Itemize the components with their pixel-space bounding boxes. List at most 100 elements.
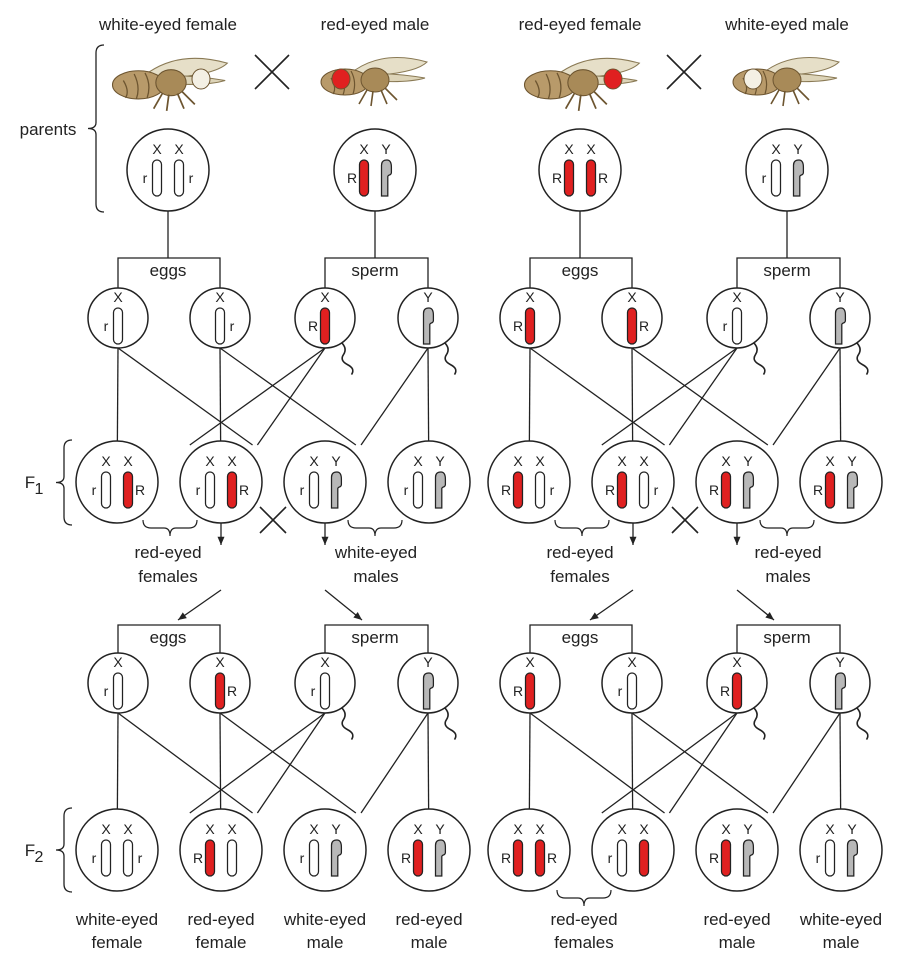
x-chromosome-red bbox=[514, 840, 523, 876]
x-chromosome-label: X bbox=[123, 821, 133, 837]
x-chromosome-white bbox=[321, 673, 330, 709]
allele-label: r bbox=[654, 482, 659, 498]
f1-male-caption: males bbox=[353, 567, 398, 586]
parent-cross-symbol bbox=[255, 55, 289, 89]
fruit-fly-female-image bbox=[113, 58, 228, 111]
x-chromosome-label: X bbox=[113, 289, 123, 305]
f2-caption: red-eyed bbox=[187, 910, 254, 929]
x-chromosome-red bbox=[514, 472, 523, 508]
f1-male-caption: males bbox=[765, 567, 810, 586]
y-chromosome-label: Y bbox=[331, 821, 341, 837]
x-chromosome-label: X bbox=[413, 821, 423, 837]
allele-label: R bbox=[347, 170, 357, 186]
x-chromosome-label: X bbox=[513, 453, 523, 469]
cross-line bbox=[361, 348, 428, 445]
f2-caption: female bbox=[91, 933, 142, 952]
cross-line bbox=[220, 713, 356, 813]
allele-label: R bbox=[513, 683, 523, 699]
allele-label: R bbox=[308, 318, 318, 334]
x-chromosome-label: X bbox=[525, 289, 535, 305]
parent-male-label: white-eyed male bbox=[724, 15, 849, 34]
cells-and-chromosomes bbox=[56, 45, 882, 906]
allele-label: R bbox=[598, 170, 608, 186]
fly-eye bbox=[192, 69, 210, 89]
x-chromosome-red bbox=[640, 840, 649, 876]
f1-cell bbox=[180, 441, 262, 523]
eggs-label: eggs bbox=[562, 261, 599, 280]
f2-caption: females bbox=[554, 933, 614, 952]
x-chromosome-white bbox=[310, 840, 319, 876]
x-chromosome-label: X bbox=[627, 289, 637, 305]
x-chromosome-white bbox=[114, 673, 123, 709]
sperm-tail bbox=[857, 708, 868, 740]
y-chromosome-label: Y bbox=[423, 289, 433, 305]
x-chromosome-label: X bbox=[825, 453, 835, 469]
parent-cross-symbol bbox=[667, 55, 701, 89]
allele-label: R bbox=[227, 683, 237, 699]
x-chromosome-red bbox=[733, 673, 742, 709]
cross-line bbox=[118, 713, 253, 813]
f1-male-caption: red-eyed bbox=[754, 543, 821, 562]
cross-line bbox=[840, 348, 841, 445]
sperm-label: sperm bbox=[763, 628, 810, 647]
x-chromosome-white bbox=[102, 840, 111, 876]
parent-female-label: white-eyed female bbox=[98, 15, 237, 34]
allele-label: R bbox=[239, 482, 249, 498]
spacer bbox=[647, 65, 661, 79]
allele-label: R bbox=[605, 482, 615, 498]
cross-line bbox=[117, 713, 118, 813]
f1-female-caption: females bbox=[138, 567, 198, 586]
sperm-tail bbox=[857, 343, 868, 375]
allele-label: r bbox=[550, 482, 555, 498]
cross-line bbox=[190, 713, 325, 813]
x-chromosome-label: X bbox=[721, 453, 731, 469]
x-chromosome-red bbox=[124, 472, 133, 508]
eggs-label: eggs bbox=[150, 628, 187, 647]
allele-label: r bbox=[92, 850, 97, 866]
allele-label: R bbox=[813, 482, 823, 498]
x-chromosome-label: X bbox=[359, 141, 369, 157]
y-chromosome-label: Y bbox=[835, 654, 845, 670]
y-chromosome-label: Y bbox=[435, 821, 445, 837]
cross-line bbox=[529, 713, 530, 813]
eggs-label: eggs bbox=[562, 628, 599, 647]
x-chromosome-white bbox=[310, 472, 319, 508]
x-chromosome-label: X bbox=[123, 453, 133, 469]
allele-label: r bbox=[230, 318, 235, 334]
y-chromosome-label: Y bbox=[835, 289, 845, 305]
x-chromosome-white bbox=[536, 472, 545, 508]
x-chromosome-white bbox=[628, 673, 637, 709]
f2-female-brace bbox=[557, 890, 611, 906]
x-chromosome-label: X bbox=[309, 821, 319, 837]
f1-cross-symbol bbox=[672, 507, 698, 533]
cross-line bbox=[632, 713, 768, 813]
cross-line bbox=[669, 713, 737, 813]
x-chromosome-label: X bbox=[535, 821, 545, 837]
x-chromosome-label: X bbox=[617, 821, 627, 837]
cross-line bbox=[632, 348, 633, 445]
allele-label: R bbox=[513, 318, 523, 334]
x-chromosome-red bbox=[565, 160, 574, 196]
x-chromosome-label: X bbox=[205, 821, 215, 837]
cross-line bbox=[530, 713, 665, 813]
allele-label: r bbox=[189, 170, 194, 186]
f1-cell bbox=[284, 441, 366, 523]
f2-caption: male bbox=[411, 933, 448, 952]
x-chromosome-red bbox=[587, 160, 596, 196]
allele-label: R bbox=[501, 482, 511, 498]
x-chromosome-white bbox=[640, 472, 649, 508]
cross-line bbox=[220, 348, 356, 445]
cross-line bbox=[220, 713, 221, 813]
x-chromosome-red bbox=[618, 472, 627, 508]
f2-cell bbox=[284, 809, 366, 891]
fly-eye bbox=[744, 69, 762, 89]
x-chromosome-white bbox=[114, 308, 123, 344]
x-chromosome-label: X bbox=[586, 141, 596, 157]
allele-label: r bbox=[762, 170, 767, 186]
f1-female-brace bbox=[143, 520, 197, 536]
fruit-fly-female-image bbox=[525, 58, 640, 111]
cross-line bbox=[632, 713, 633, 813]
y-chromosome-label: Y bbox=[793, 141, 803, 157]
x-chromosome-label: X bbox=[205, 453, 215, 469]
allele-label: r bbox=[92, 482, 97, 498]
